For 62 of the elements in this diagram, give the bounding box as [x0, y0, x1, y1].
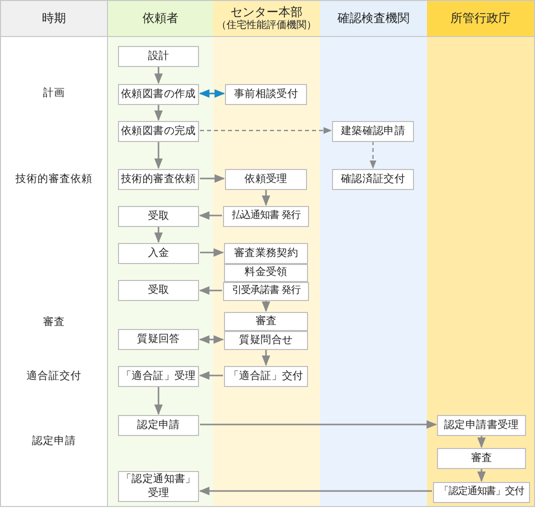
- arrow: [200, 420, 438, 429]
- process-box: 「適合証」受理: [118, 366, 199, 387]
- process-box: 質疑回答: [118, 329, 199, 350]
- process-box: 審査: [437, 448, 526, 469]
- process-box: 認定申請: [118, 415, 199, 436]
- lane-title: 所管行政庁: [450, 12, 510, 26]
- arrow: [200, 174, 226, 183]
- arrow: [198, 486, 432, 496]
- lane-subtitle: （住宅性能評価機関）: [216, 20, 316, 32]
- swimlane: [320, 0, 428, 507]
- arrow: [154, 226, 163, 244]
- process-box: 依頼図書の作成: [118, 84, 199, 105]
- arrow: [198, 286, 222, 295]
- lane-title: 時期: [42, 12, 66, 26]
- arrow: [262, 189, 270, 206]
- arrow: [200, 127, 332, 134]
- lane-title: センター本部: [230, 6, 302, 20]
- process-box: 引受承諾書 発行: [223, 282, 309, 301]
- phase-label: 適合証交付: [26, 369, 82, 383]
- process-box: 入金: [118, 243, 199, 264]
- process-box: 審査業務契約: [224, 243, 308, 264]
- arrow: [262, 349, 270, 366]
- swimlane: [108, 0, 214, 507]
- process-box: 依頼受理: [225, 169, 307, 190]
- process-box: 依頼図書の完成: [118, 121, 199, 142]
- arrow: [262, 300, 270, 312]
- process-box: 認定申請書受理: [437, 415, 526, 436]
- arrow: [154, 141, 163, 170]
- phase-label: 技術的審査依頼: [14, 172, 94, 186]
- arrow: [198, 371, 223, 380]
- arrow: [477, 468, 486, 482]
- process-box: 建築確認申請: [332, 121, 414, 142]
- process-box: 払込通知書 発行: [223, 206, 309, 227]
- process-box: 設計: [118, 46, 199, 67]
- process-box: 料金受領: [224, 264, 308, 282]
- process-box: 審査: [224, 312, 308, 331]
- process-box: 事前相談受付: [225, 84, 307, 105]
- lane-title: 依頼者: [142, 12, 178, 26]
- arrow: [154, 66, 163, 84]
- process-box: 確認済証交付: [332, 169, 414, 190]
- swimlane: [427, 0, 535, 507]
- process-box: 「認定通知書」受理: [118, 471, 199, 502]
- arrow: [198, 335, 224, 344]
- process-box: 質疑問合せ: [224, 331, 308, 350]
- swimlane: [213, 0, 321, 507]
- arrow: [370, 141, 376, 169]
- process-box: 受取: [118, 280, 199, 301]
- phase-label: 計画: [42, 86, 66, 100]
- arrow: [198, 211, 222, 220]
- arrow: [200, 248, 224, 257]
- process-box: 受取: [118, 206, 199, 227]
- phase-label: 認定申請: [31, 434, 77, 448]
- process-box: 技術的審査依頼: [118, 169, 199, 190]
- process-box: 「認定通知書」交付: [433, 482, 530, 503]
- swimlane: [0, 0, 108, 507]
- process-box: 「適合証」交付: [224, 366, 308, 387]
- arrow: [154, 104, 163, 122]
- arrow: [198, 89, 226, 98]
- phase-label: 審査: [42, 315, 66, 329]
- lane-title: 確認検査機関: [338, 12, 410, 26]
- arrow: [477, 435, 486, 448]
- arrow: [154, 386, 163, 416]
